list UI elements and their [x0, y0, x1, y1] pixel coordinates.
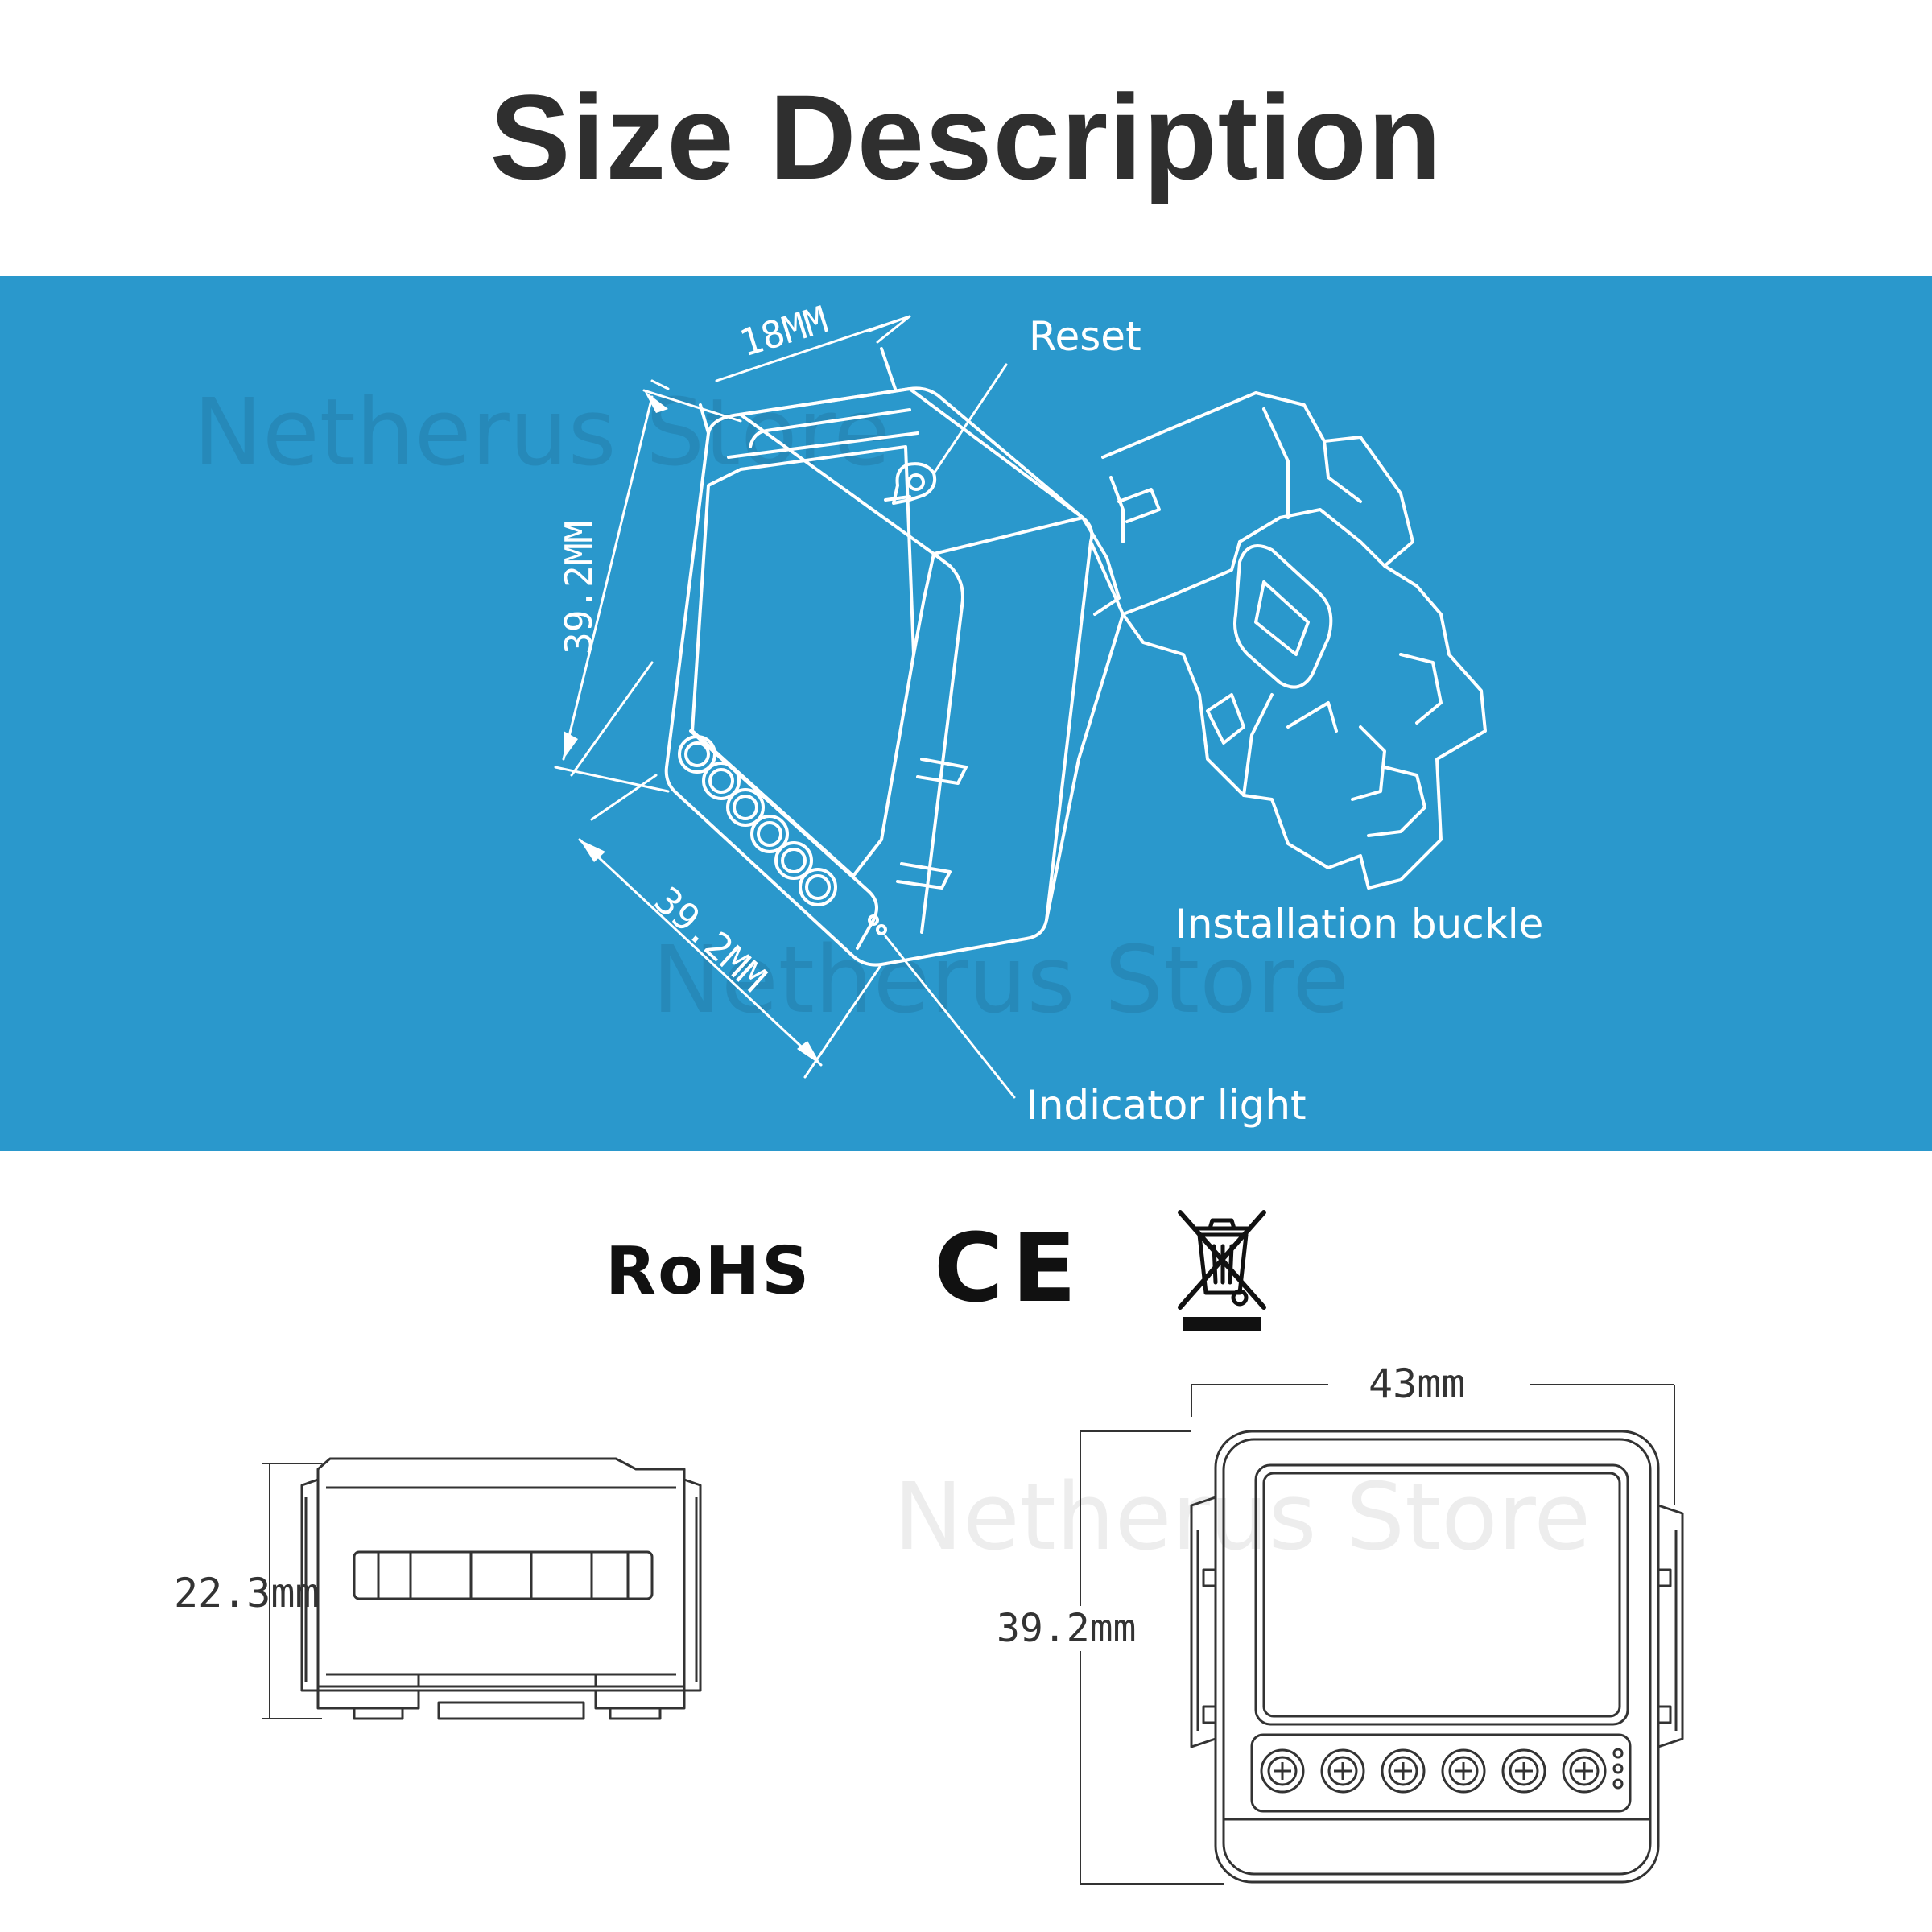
front-height-label: 39.2mm — [997, 1606, 1137, 1651]
front-width-label: 43mm — [1368, 1360, 1466, 1407]
depth-dimension-label: 18MM — [734, 297, 832, 365]
ce-mark: CE — [934, 1212, 1085, 1323]
indicator-light-callout: Indicator light — [1026, 1082, 1307, 1129]
installation-buckle-callout: Installation buckle — [1175, 901, 1544, 947]
side-view-drawing — [262, 1457, 702, 1720]
reset-callout: Reset — [1029, 313, 1141, 360]
isometric-device-drawing: 18MM 39.2MM 39.2MM — [554, 297, 1487, 1099]
weee-bin-icon — [1178, 1210, 1266, 1331]
side-height-label: 22.3mm — [174, 1570, 320, 1616]
isometric-diagram-banner: Netherus Store Netherus Store — [0, 276, 1932, 1151]
width-dimension-label: 39.2MM — [646, 878, 775, 1000]
page-title: Size Description — [489, 69, 1443, 204]
front-view-drawing — [1080, 1384, 1684, 1885]
height-dimension-label: 39.2MM — [557, 521, 601, 654]
rohs-mark: RoHS — [605, 1233, 811, 1310]
